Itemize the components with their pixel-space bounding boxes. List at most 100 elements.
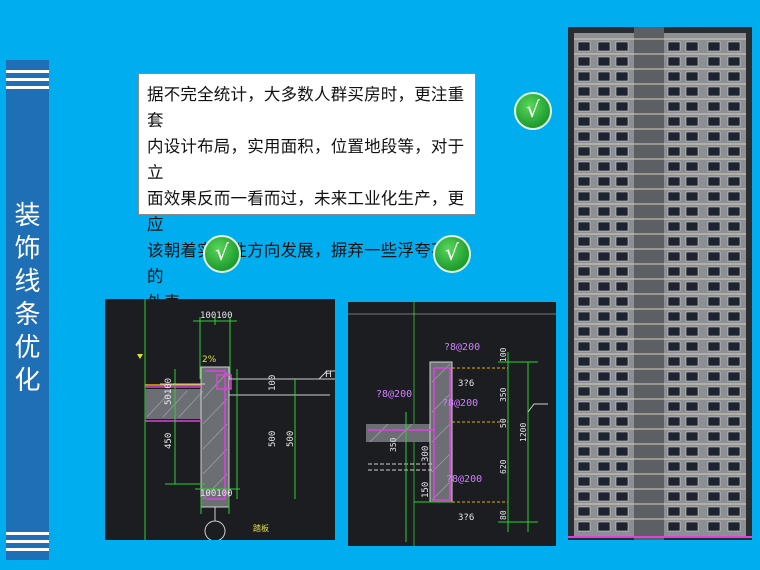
window xyxy=(667,41,681,52)
dim-1200: 1200 xyxy=(519,423,528,442)
window xyxy=(615,146,629,157)
window xyxy=(707,191,721,202)
window xyxy=(685,146,699,157)
window xyxy=(597,296,611,307)
bar-top-label: 3?6 xyxy=(458,379,474,389)
window xyxy=(685,236,699,247)
window xyxy=(727,416,741,427)
window xyxy=(577,266,591,277)
window xyxy=(597,71,611,82)
window xyxy=(707,266,721,277)
window xyxy=(707,416,721,427)
dim-100: 100 xyxy=(499,347,508,362)
dim-left-lower: 450 xyxy=(164,433,174,449)
window xyxy=(667,476,681,487)
window xyxy=(667,416,681,427)
window xyxy=(577,341,591,352)
window xyxy=(667,461,681,472)
window xyxy=(597,101,611,112)
window xyxy=(727,491,741,502)
window xyxy=(597,41,611,52)
window xyxy=(685,311,699,322)
window xyxy=(727,356,741,367)
note-line: 内设计布局，实用面积，位置地段等，对于立 xyxy=(147,137,465,182)
window xyxy=(577,56,591,67)
window xyxy=(577,86,591,97)
window xyxy=(707,326,721,337)
window xyxy=(685,461,699,472)
rebar-label-4: ?8@200 xyxy=(446,474,482,485)
window xyxy=(685,41,699,52)
window xyxy=(685,206,699,217)
window xyxy=(685,101,699,112)
window xyxy=(577,101,591,112)
window xyxy=(685,161,699,172)
window xyxy=(707,296,721,307)
window xyxy=(727,86,741,97)
window xyxy=(577,161,591,172)
window xyxy=(577,131,591,142)
window xyxy=(667,56,681,67)
note-line: 该朝着实用性方向发展，摒弃一些浮夸不实的 xyxy=(147,241,465,286)
window xyxy=(685,266,699,277)
window xyxy=(597,131,611,142)
cad-right-drawing: ?8@200 ?8@200 ?8@200 ?8@200 3?6 3?6 100 … xyxy=(348,302,556,546)
note-line: 据不完全统计，大多数人群买房时，更注重套 xyxy=(147,85,465,130)
window xyxy=(615,281,629,292)
window xyxy=(615,296,629,307)
window xyxy=(685,71,699,82)
window xyxy=(727,506,741,517)
checkmark-icon: √ xyxy=(203,235,241,273)
window xyxy=(667,191,681,202)
window xyxy=(707,491,721,502)
window xyxy=(727,41,741,52)
window xyxy=(667,431,681,442)
window xyxy=(667,131,681,142)
window xyxy=(727,161,741,172)
window xyxy=(707,221,721,232)
window xyxy=(597,176,611,187)
window xyxy=(615,491,629,502)
window xyxy=(667,371,681,382)
window xyxy=(667,71,681,82)
window xyxy=(727,116,741,127)
window xyxy=(727,341,741,352)
window xyxy=(597,521,611,532)
dim-80: 80 xyxy=(499,510,508,520)
window xyxy=(667,521,681,532)
window xyxy=(707,281,721,292)
window xyxy=(615,236,629,247)
window xyxy=(597,116,611,127)
window xyxy=(667,101,681,112)
window xyxy=(615,191,629,202)
window xyxy=(597,446,611,457)
window xyxy=(615,461,629,472)
window xyxy=(597,416,611,427)
window xyxy=(707,401,721,412)
window xyxy=(615,206,629,217)
window xyxy=(727,371,741,382)
window xyxy=(707,41,721,52)
window xyxy=(727,431,741,442)
cad-left-drawing: 100100 2% H 50100 450 100 500 500 100100… xyxy=(137,299,335,540)
dim-50: 50 xyxy=(499,418,508,428)
window xyxy=(685,341,699,352)
window xyxy=(727,191,741,202)
window xyxy=(615,266,629,277)
window xyxy=(685,401,699,412)
window xyxy=(667,236,681,247)
window xyxy=(727,476,741,487)
window xyxy=(707,116,721,127)
window xyxy=(615,521,629,532)
window xyxy=(685,446,699,457)
window xyxy=(667,386,681,397)
window xyxy=(597,371,611,382)
window xyxy=(685,296,699,307)
window xyxy=(707,356,721,367)
window xyxy=(667,311,681,322)
window xyxy=(597,386,611,397)
window xyxy=(667,356,681,367)
window xyxy=(577,296,591,307)
window xyxy=(707,131,721,142)
window xyxy=(597,251,611,262)
